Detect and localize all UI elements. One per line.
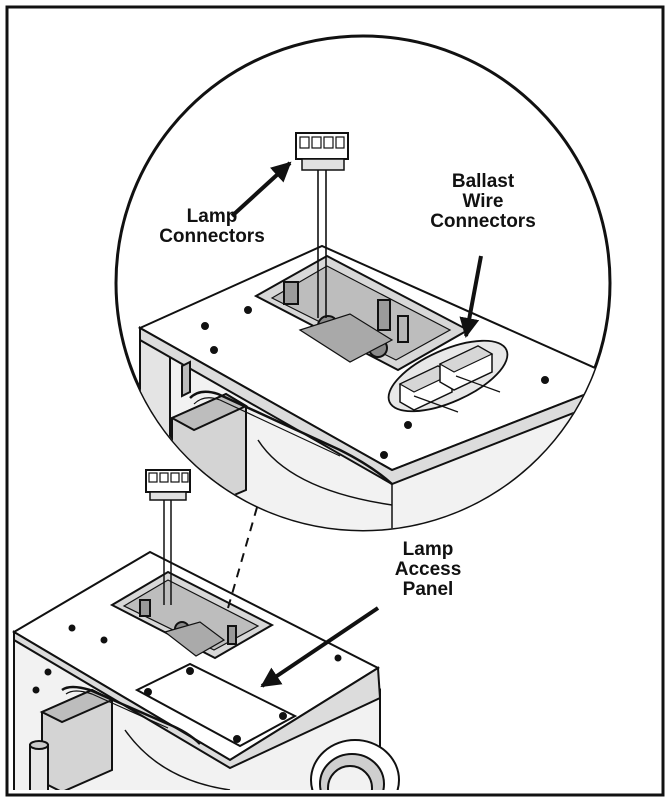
lamp-connectors-label-line-2: Connectors — [159, 226, 265, 247]
lamp-connectors-label: Lamp Connectors — [142, 207, 282, 247]
lamp-connectors-label-line-1: Lamp — [186, 206, 238, 227]
lower-fixture-unit — [12, 469, 400, 790]
lamp-connectors-arrow — [230, 161, 292, 218]
lamp-access-panel-label: Lamp Access Panel — [378, 540, 478, 600]
ballast-wire-connectors-label-line-2: Wire — [462, 191, 504, 212]
magnification-leader — [227, 489, 263, 609]
lamp-access-panel-label-line-2: Access — [394, 559, 462, 580]
lamp-access-panel-arrow — [260, 606, 380, 688]
lamp-access-panel — [134, 662, 298, 748]
ballast-wire-connectors-label-line-3: Connectors — [430, 211, 536, 232]
ballast-wire-connectors-label: Ballast Wire Connectors — [413, 172, 553, 232]
ballast-wire-connectors-label-line-1: Ballast — [451, 171, 515, 192]
magnified-unit — [137, 132, 610, 530]
lamp-access-panel-label-line-3: Panel — [402, 579, 454, 600]
ballast-wire-connectors-arrow — [459, 255, 483, 338]
lamp-access-panel-label-line-1: Lamp — [402, 539, 454, 560]
